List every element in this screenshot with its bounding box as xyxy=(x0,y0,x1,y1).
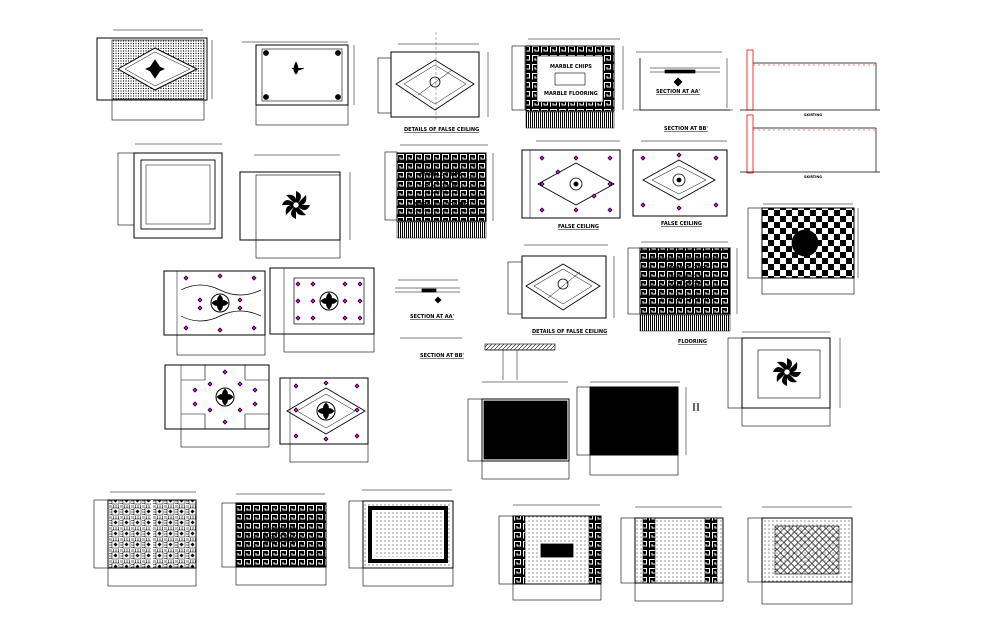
floor-plan-pinwheel xyxy=(239,154,351,259)
section-aa-detail-1: SECTION AT AA' SECTION AT BB' xyxy=(633,51,733,132)
label-marble-chips-3: MARBLE CHIPS xyxy=(667,266,709,272)
label-skirting-1: SKIRTING xyxy=(804,113,822,117)
false-ceiling-plan-rect xyxy=(269,267,375,353)
label-section-aa-2: SECTION AT AA' xyxy=(410,314,455,320)
label-marble-flooring-2: MARBLE FLOORING xyxy=(414,202,468,208)
label-section-bb-1: SECTION AT BB' xyxy=(664,126,708,132)
border-band-floor-plan xyxy=(498,504,602,601)
floor-plan-pinwheel-2 xyxy=(727,331,841,427)
false-ceiling-plan-diamond-1: FALSE CEILING xyxy=(521,140,621,230)
false-ceiling-detail-2: DETAILS OF FALSE CEILING xyxy=(507,244,615,335)
skirting-elevation-1: SKIRTING xyxy=(740,49,880,117)
false-ceiling-plan-diamond-3 xyxy=(279,377,369,463)
label-marble-flooring-3: MARBLE FLOORING xyxy=(661,295,715,301)
solid-floor-plan-1 xyxy=(467,381,570,480)
marble-flooring-detail-1: MARBLE CHIPS MARBLE FLOORING xyxy=(511,38,624,129)
label-details-false-ceiling-1: DETAILS OF FALSE CEILING xyxy=(404,127,479,133)
skirting-elevation-2: SKIRTING xyxy=(740,114,880,179)
false-ceiling-plan-wave xyxy=(163,270,266,356)
tile-floor-plan-1 xyxy=(93,491,197,587)
false-ceiling-plan-cross xyxy=(164,364,270,448)
false-ceiling-plan-diamond-2: FALSE CEILING xyxy=(632,140,728,227)
label-section-aa-1: SECTION AT AA' xyxy=(656,89,701,95)
label-details-false-ceiling-2: DETAILS OF FALSE CEILING xyxy=(532,329,607,335)
label-section-bb-2: SECTION AT BB' xyxy=(420,353,464,359)
checker-floor-plan xyxy=(747,203,859,295)
solid-floor-plan-2 xyxy=(576,381,699,476)
label-false-ceiling-2: FALSE CEILING xyxy=(661,221,702,227)
false-ceiling-detail-1: DETAILS OF FALSE CEILING xyxy=(377,32,489,133)
label-marble-chips-2: MARBLE CHIPS xyxy=(420,172,462,178)
lattice-floor-plan xyxy=(747,506,853,605)
section-aa-detail-2: SECTION AT AA' SECTION AT BB' xyxy=(395,279,556,380)
label-marble-chips-1: MARBLE CHIPS xyxy=(550,64,592,70)
label-skirting-2: SKIRTING xyxy=(804,175,822,179)
door-frame-elevation xyxy=(117,143,223,239)
label-flooring: FLOORING xyxy=(678,339,707,345)
marble-flooring-detail-3: MARBLE CHIPS MARBLE FLOORING FLOORING xyxy=(627,241,738,345)
marble-flooring-detail-2: MARBLE CHIPS MARBLE FLOORING xyxy=(384,144,494,239)
label-marble-flooring-1: MARBLE FLOORING xyxy=(544,91,598,97)
greek-border-floor-plan xyxy=(221,493,327,586)
side-band-floor-plan xyxy=(620,506,724,602)
floor-plan-diamond-inlay xyxy=(96,29,213,121)
framed-floor-plan xyxy=(348,489,454,587)
floor-plan-flower-inlay xyxy=(242,41,355,126)
label-false-ceiling-1: FALSE CEILING xyxy=(558,224,599,230)
